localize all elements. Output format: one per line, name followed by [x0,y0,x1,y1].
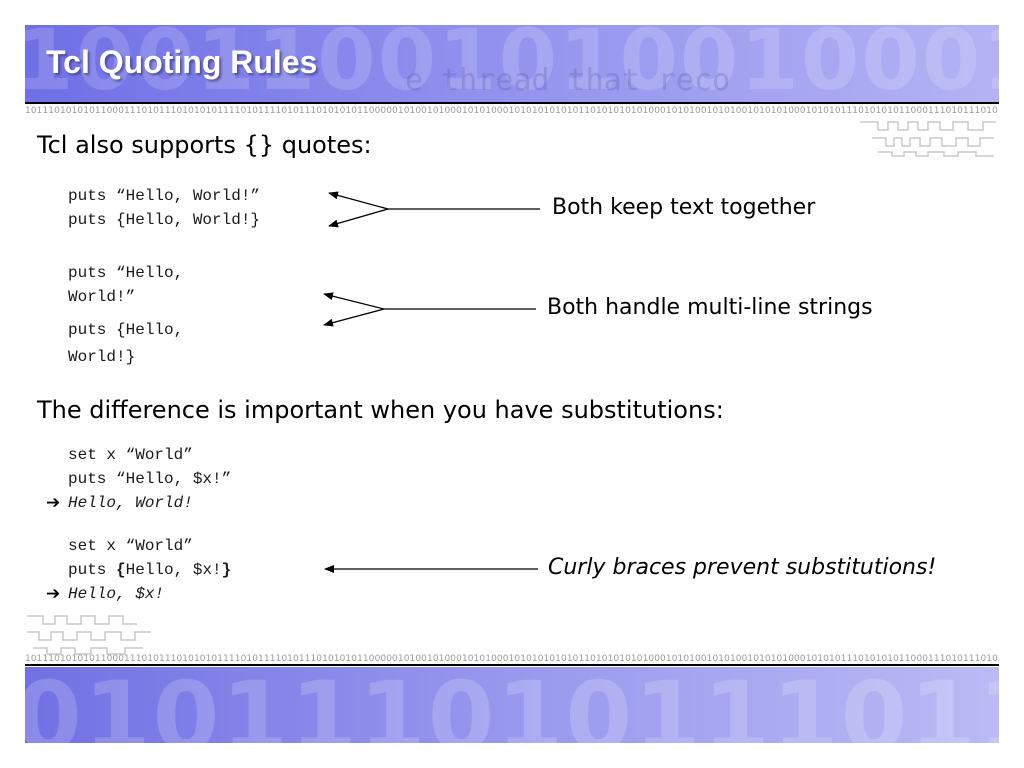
code-result: Hello, World! [68,494,193,512]
annotation-braces-prevent-substitution: Curly braces prevent substitutions! [548,555,937,580]
annotation-multiline-strings: Both handle multi-line strings [547,295,873,320]
close-brace: } [221,561,232,579]
code-line: set x “World” [68,537,193,555]
code-line: puts {Hello, [68,321,184,339]
footer-rule [25,664,999,666]
code-line: World!” [68,288,136,306]
open-brace: { [116,561,126,579]
arrow-icon [323,308,385,327]
circuit-decoration-top [858,116,998,158]
code-line-braces: puts {Hello, $x!} [68,560,231,580]
code-line: puts {Hello, World!} [68,211,261,229]
heading-substitution-difference: The difference is important when you hav… [37,396,724,424]
arrow-icon [328,208,389,228]
arrow-icon [323,292,385,310]
header-binary-strip: 1011101010101100011101011101010101111010… [25,106,999,116]
footer-background-digits: 0101110101110110101 [25,667,999,743]
code-line: puts “Hello, World!” [68,187,261,205]
code-result: Hello, $x! [68,585,165,603]
slide-title: Tcl Quoting Rules [46,44,318,80]
code-line: World!} [68,348,136,366]
arrow-icon [328,191,389,210]
header-background-digits: 10011001010010001001101 [25,25,999,102]
code-line: puts “Hello, $x!” [68,470,232,488]
footer-band: 0101110101110110101 [25,667,999,743]
code-line: set x “World” [68,446,193,464]
annotation-keep-text-together: Both keep text together [552,195,816,220]
code-line: puts “Hello, [68,264,184,282]
result-arrow-icon: ➔ [46,493,61,513]
circuit-decoration-bottom [25,610,165,656]
result-arrow-icon: ➔ [46,584,61,604]
code-segment: puts [68,561,117,579]
footer-binary-strip: 1011101010101100011101011101010101111010… [25,654,999,664]
header-background-text: e thread that reco [405,63,731,98]
header-rule [25,102,999,104]
heading-braces-support: Tcl also supports {} quotes: [37,131,372,159]
code-segment: Hello, $x! [125,561,222,579]
header-band: 10011001010010001001101 e thread that re… [25,25,999,102]
